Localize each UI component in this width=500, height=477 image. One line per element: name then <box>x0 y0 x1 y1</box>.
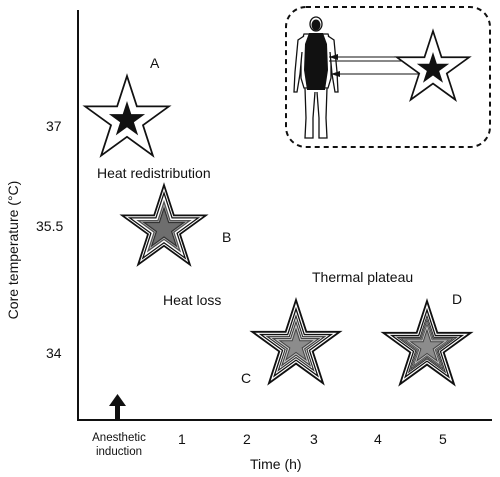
x-tick-1: 1 <box>178 431 186 447</box>
x-tick-4: 4 <box>374 431 382 447</box>
inset-star-icon <box>397 31 469 100</box>
star-b-icon <box>122 185 206 265</box>
star-d-icon <box>383 301 471 384</box>
y-tick-37: 37 <box>46 118 62 134</box>
heat-loss-label: Heat loss <box>163 292 222 308</box>
x-tick-2: 2 <box>243 431 251 447</box>
star-c-icon <box>252 300 340 383</box>
y-axis-label-text: Core temperature (°C) <box>5 180 21 320</box>
anesthetic-induction-line1: Anesthetic <box>92 432 146 444</box>
y-axis-label: Core temperature (°C) <box>3 150 23 350</box>
x-axis-label: Time (h) <box>250 456 302 472</box>
star-a-label: A <box>150 55 160 71</box>
x-tick-3: 3 <box>310 431 318 447</box>
thermal-plateau-label: Thermal plateau <box>312 269 414 285</box>
anesthetic-induction-label: Anesthetic induction <box>86 431 152 459</box>
star-d-label: D <box>452 291 463 307</box>
y-tick-34: 34 <box>46 345 62 361</box>
inset-box <box>285 6 491 148</box>
upward-arrow-icon <box>109 394 126 419</box>
star-b-label: B <box>222 229 232 245</box>
heat-redistribution-label: Heat redistribution <box>97 165 211 181</box>
y-tick-35-5: 35.5 <box>36 218 64 234</box>
human-silhouette-icon <box>293 16 339 139</box>
star-a-icon <box>85 76 169 156</box>
x-tick-5: 5 <box>439 431 447 447</box>
anesthetic-induction-line2: induction <box>95 446 143 458</box>
star-c-label: C <box>241 370 252 386</box>
